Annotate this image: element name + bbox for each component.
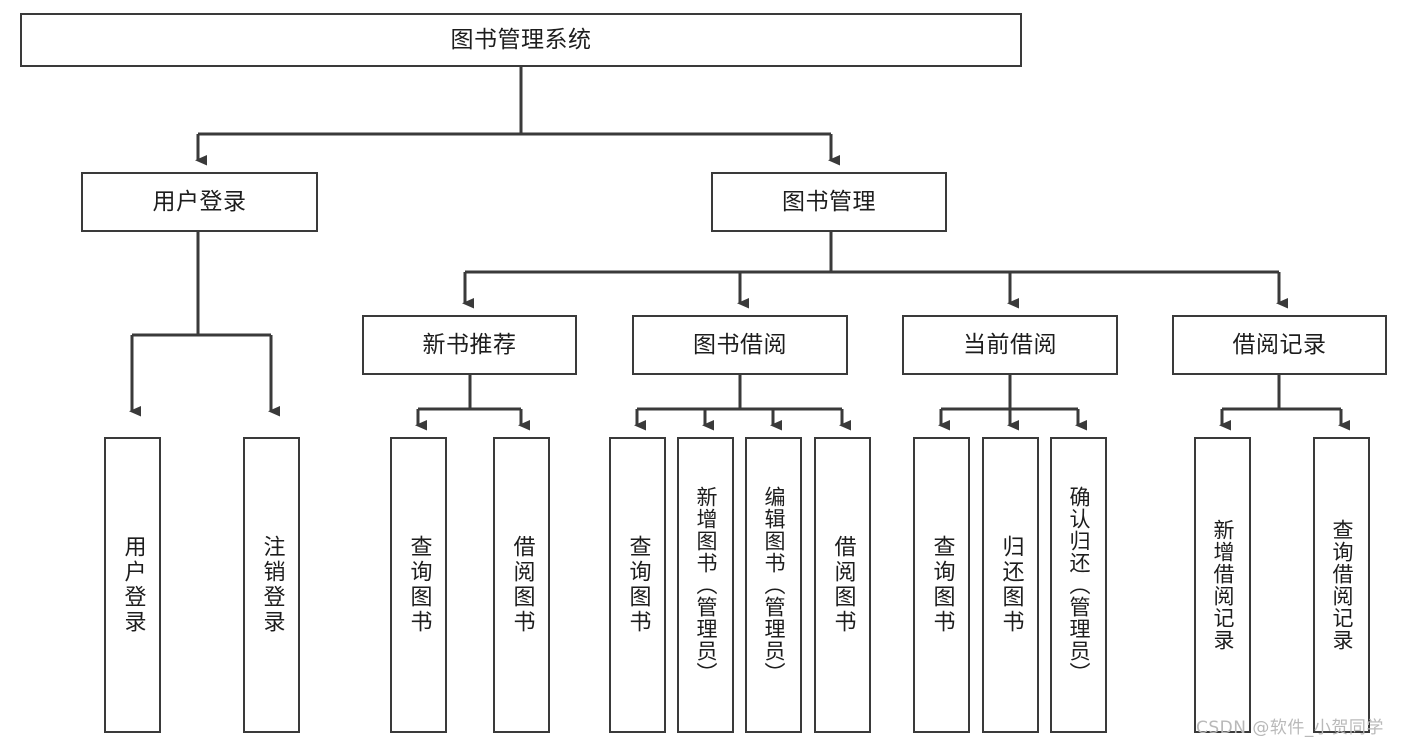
node-book-management[interactable]: 图书管理	[711, 172, 947, 232]
leaf-record-add-borrow-record[interactable]: 新增借阅记录	[1194, 437, 1251, 733]
node-label: 查询图书	[929, 535, 955, 635]
leaf-borrow-query-book[interactable]: 查询图书	[609, 437, 666, 733]
node-label: 编辑图书（管理员）	[762, 486, 786, 684]
node-label: 注销登录	[259, 535, 285, 635]
leaf-borrow-add-book-admin[interactable]: 新增图书（管理员）	[677, 437, 734, 733]
node-label: 查询借阅记录	[1330, 519, 1354, 651]
node-label: 新增图书（管理员）	[694, 486, 718, 684]
node-label: 用户登录	[120, 535, 146, 635]
node-label: 查询图书	[406, 535, 432, 635]
leaf-current-return-book[interactable]: 归还图书	[982, 437, 1039, 733]
node-label: 查询图书	[625, 535, 651, 635]
node-label: 用户登录	[152, 188, 247, 215]
node-book-borrow[interactable]: 图书借阅	[632, 315, 848, 375]
leaf-recommend-query-book[interactable]: 查询图书	[390, 437, 447, 733]
node-user-login[interactable]: 用户登录	[81, 172, 318, 232]
node-label: 图书管理系统	[450, 26, 592, 53]
node-label: 借阅图书	[830, 535, 856, 635]
node-label: 借阅图书	[509, 535, 535, 635]
leaf-record-query-borrow-record[interactable]: 查询借阅记录	[1313, 437, 1370, 733]
node-borrow-record[interactable]: 借阅记录	[1172, 315, 1387, 375]
leaf-borrow-edit-book-admin[interactable]: 编辑图书（管理员）	[745, 437, 802, 733]
node-root-system[interactable]: 图书管理系统	[20, 13, 1022, 67]
leaf-recommend-borrow-book[interactable]: 借阅图书	[493, 437, 550, 733]
node-label: 当前借阅	[963, 331, 1057, 358]
node-label: 图书借阅	[693, 331, 787, 358]
leaf-borrow-borrow-book[interactable]: 借阅图书	[814, 437, 871, 733]
leaf-user-login-signin[interactable]: 用户登录	[104, 437, 161, 733]
node-current-borrow[interactable]: 当前借阅	[902, 315, 1118, 375]
leaf-current-confirm-return-admin[interactable]: 确认归还（管理员）	[1050, 437, 1107, 733]
leaf-user-login-signout[interactable]: 注销登录	[243, 437, 300, 733]
node-label: 图书管理	[782, 188, 876, 215]
leaf-current-query-book[interactable]: 查询图书	[913, 437, 970, 733]
node-label: 归还图书	[998, 535, 1024, 635]
node-new-book-recommend[interactable]: 新书推荐	[362, 315, 577, 375]
node-label: 确认归还（管理员）	[1067, 486, 1091, 684]
node-label: 借阅记录	[1232, 331, 1327, 358]
node-label: 新增借阅记录	[1211, 519, 1235, 651]
node-label: 新书推荐	[422, 331, 517, 358]
